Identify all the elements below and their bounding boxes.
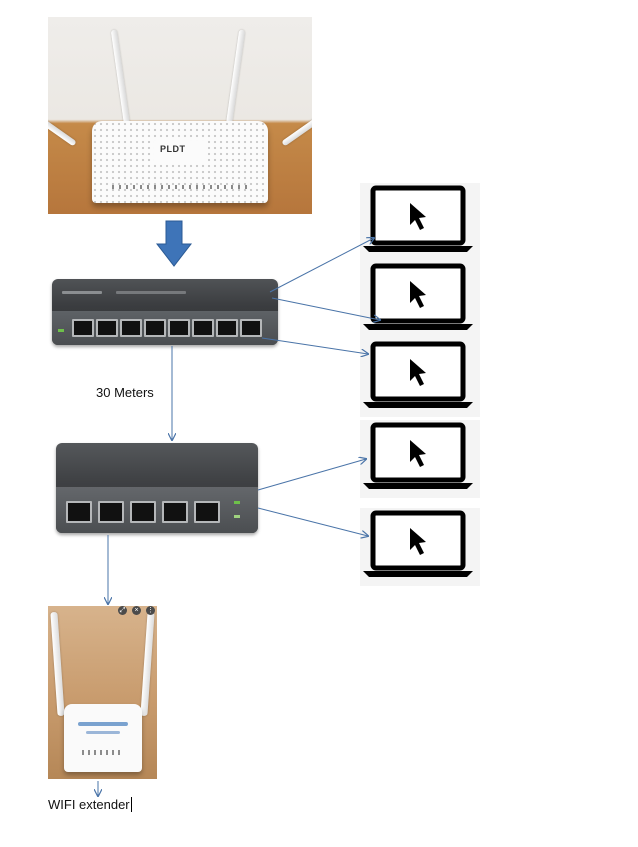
photo-close-icon[interactable]: ×	[132, 606, 141, 615]
ethernet-port	[120, 319, 142, 337]
ethernet-port	[194, 501, 220, 523]
ethernet-port	[98, 501, 124, 523]
poe-led	[234, 515, 240, 518]
laptop-icon	[360, 183, 480, 261]
wifi-extender-label-text: WIFI extender	[48, 797, 130, 812]
ethernet-port	[144, 319, 166, 337]
text-cursor	[130, 797, 132, 812]
edge-switch-laptop-3	[261, 337, 368, 354]
ethernet-port	[192, 319, 214, 337]
wifi-extender-label[interactable]: WIFI extender	[48, 797, 132, 812]
router-photo: PLDT	[48, 17, 312, 214]
distance-label: 30 Meters	[96, 385, 154, 400]
photo-expand-icon[interactable]: ⤢	[118, 606, 127, 615]
power-led	[58, 329, 64, 332]
router-status-leds	[112, 185, 248, 189]
extender-body	[64, 704, 142, 772]
ethernet-port	[66, 501, 92, 523]
switch-8-port	[52, 279, 278, 345]
laptop-icon	[360, 261, 480, 339]
photo-more-icon[interactable]: ⋮	[146, 606, 155, 615]
cursor-arrow-icon	[410, 281, 426, 308]
router-brand-logo: PLDT	[160, 144, 186, 154]
ethernet-port	[96, 319, 118, 337]
edge-switch-laptop-2	[271, 297, 380, 320]
edge-switch2-laptop-5	[257, 507, 368, 536]
cursor-arrow-icon	[410, 528, 426, 555]
cursor-arrow-icon	[410, 203, 426, 230]
switch-5-port	[56, 443, 258, 533]
ethernet-port	[168, 319, 190, 337]
router-to-switch-arrow	[155, 220, 193, 267]
ethernet-port	[162, 501, 188, 523]
wifi-extender-photo	[48, 606, 157, 779]
extender-status-leds	[82, 750, 124, 755]
ethernet-port	[240, 319, 262, 337]
laptop-icon	[360, 420, 480, 498]
ethernet-port	[216, 319, 238, 337]
laptop-icon	[360, 339, 480, 417]
laptop-icon	[360, 508, 480, 586]
edge-switch2-laptop-4	[257, 459, 366, 491]
ethernet-port	[72, 319, 94, 337]
edge-switch-laptop-1	[269, 238, 374, 293]
ethernet-port	[130, 501, 156, 523]
power-led	[234, 501, 240, 504]
cursor-arrow-icon	[410, 359, 426, 386]
router-body: PLDT	[92, 121, 268, 203]
cursor-arrow-icon	[410, 440, 426, 467]
